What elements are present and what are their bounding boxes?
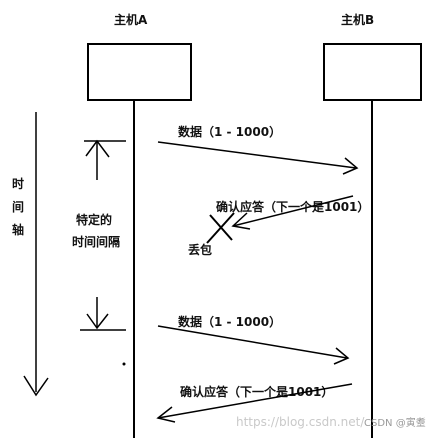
interval-label-line1: 特定的 (76, 212, 112, 227)
packet-loss-cross-2 (206, 212, 235, 244)
packet-loss-label: 丢包 (188, 242, 212, 257)
ack-message-2-arrow (157, 383, 353, 419)
ack-message-1-arrowhead (231, 212, 251, 230)
ack-message-1-label: 确认应答（下一个是1001） (216, 199, 369, 214)
time-axis-arrowhead (23, 375, 49, 397)
ack-message-2-label: 确认应答（下一个是1001） (180, 384, 333, 399)
data-message-2-arrowhead (333, 347, 350, 365)
watermark-url: https://blog.csdn.net/ (236, 415, 365, 429)
data-message-1-arrowhead (342, 157, 359, 175)
watermark-brand: CSDN @寅耋 (364, 416, 426, 429)
data-message-2-arrow (157, 325, 348, 359)
host-b-box (323, 43, 422, 101)
stray-dot (122, 362, 126, 366)
host-a-label: 主机A (114, 12, 148, 27)
time-axis-char-1: 时 (12, 176, 24, 191)
ack-message-2-arrowhead (156, 406, 176, 423)
interval-up-arrowhead (85, 139, 110, 158)
time-axis-char-3: 轴 (12, 222, 24, 237)
time-axis-char-2: 间 (12, 199, 24, 214)
host-b-label: 主机B (341, 12, 374, 27)
data-message-1-arrow (157, 141, 357, 169)
interval-down-arrowhead (86, 313, 109, 330)
data-message-1-label: 数据（1 - 1000） (178, 124, 281, 139)
data-message-2-label: 数据（1 - 1000） (178, 314, 281, 329)
interval-label-line2: 时间间隔 (72, 234, 120, 249)
host-a-box (87, 43, 192, 101)
ack-message-1-arrow (232, 195, 354, 227)
